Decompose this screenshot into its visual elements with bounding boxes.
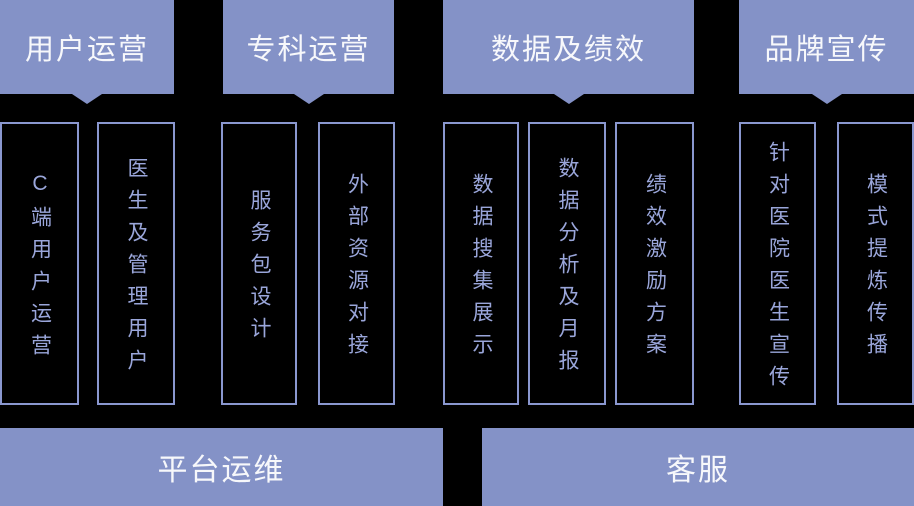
task-box-label: 医生及管理用户 <box>125 157 148 381</box>
task-box-doctor-and-admin-users: 医生及管理用户 <box>97 122 175 405</box>
pointer-down-notch-icon <box>293 94 324 104</box>
task-box-label: 服务包设计 <box>248 189 271 349</box>
task-box-data-analysis-monthly-report: 数据分析及月报 <box>528 122 606 405</box>
footer-customer-service: 客服 <box>482 428 914 506</box>
header-label: 数据及绩效 <box>490 34 646 66</box>
header-label: 品牌宣传 <box>764 34 889 66</box>
pointer-down-notch-icon <box>72 94 102 104</box>
header-brand-promotion: 品牌宣传 <box>739 0 914 104</box>
footer-label: 平台运维 <box>157 454 286 487</box>
header-user-operations: 用户运营 <box>0 0 174 104</box>
task-box-label: 数据搜集展示 <box>470 173 493 365</box>
pointer-down-notch-icon <box>811 94 842 104</box>
task-box-label: C端用户运营 <box>28 172 52 366</box>
header-label: 专科运营 <box>246 34 371 66</box>
footer-label: 客服 <box>666 454 730 487</box>
header-specialty-operations: 专科运营 <box>223 0 394 104</box>
footer-platform-maintenance: 平台运维 <box>0 428 443 506</box>
task-box-performance-incentive-plan: 绩效激励方案 <box>615 122 694 405</box>
task-box-c-end-user-operations: C端用户运营 <box>0 122 79 405</box>
task-box-label: 数据分析及月报 <box>556 157 579 381</box>
task-box-external-resource-integration: 外部资源对接 <box>318 122 395 405</box>
task-box-hospital-doctor-promotion: 针对医院医生宣传 <box>739 122 816 405</box>
task-box-label: 外部资源对接 <box>345 173 369 365</box>
header-data-and-performance: 数据及绩效 <box>443 0 694 104</box>
task-box-label: 模式提炼传播 <box>864 173 888 365</box>
pointer-down-notch-icon <box>553 94 584 104</box>
task-box-data-collection-display: 数据搜集展示 <box>443 122 519 405</box>
task-box-label: 针对医院医生宣传 <box>766 141 790 397</box>
header-label: 用户运营 <box>24 34 149 66</box>
task-box-model-refinement-spread: 模式提炼传播 <box>837 122 914 405</box>
task-box-service-package-design: 服务包设计 <box>221 122 297 405</box>
task-box-label: 绩效激励方案 <box>643 173 667 365</box>
